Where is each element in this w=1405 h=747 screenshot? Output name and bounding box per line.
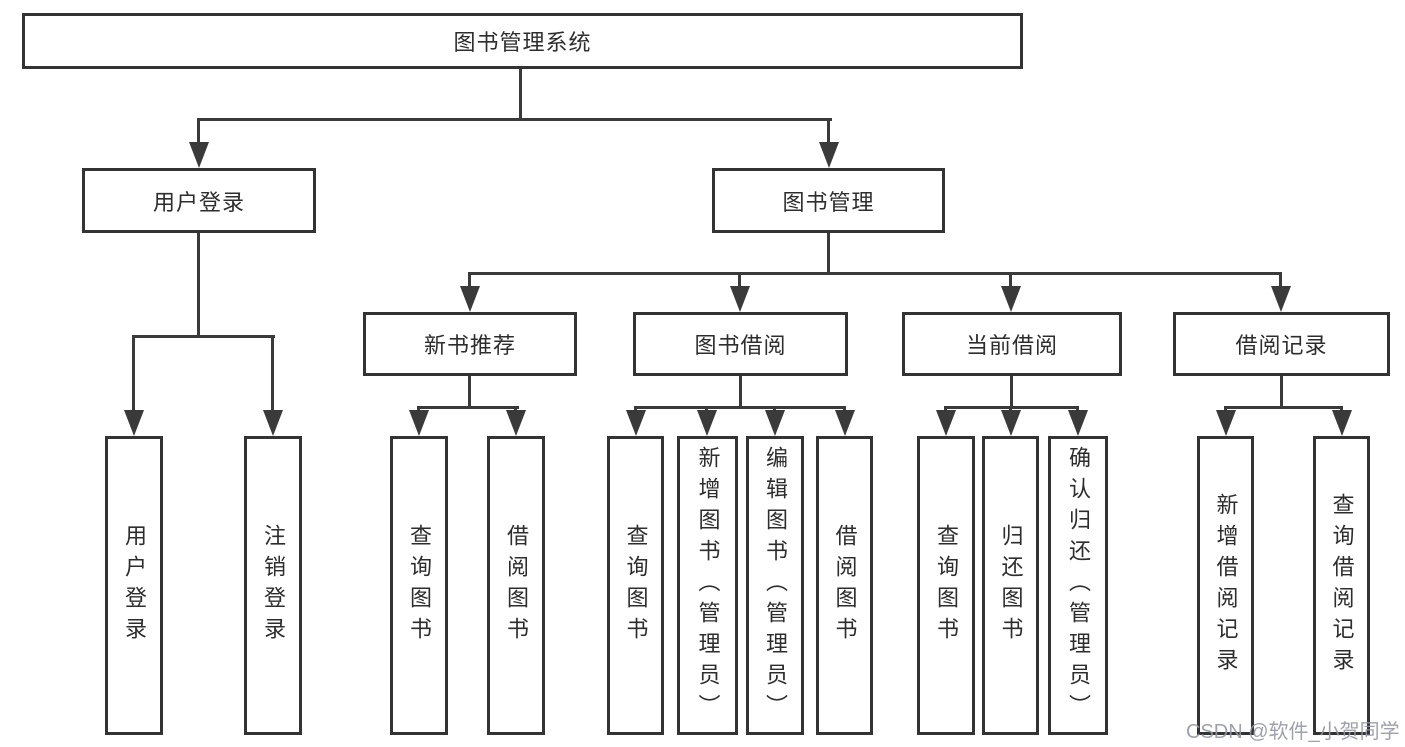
connector-newbook-trunk [468, 376, 471, 406]
connector-drop [738, 272, 741, 288]
leaf-confirm-return-admin: 确认归还（管理员） [1048, 436, 1108, 735]
node-new-book-recommend: 新书推荐 [363, 312, 577, 376]
leaf-label: 借阅图书 [832, 523, 858, 648]
arrowhead [1001, 286, 1021, 312]
connector-drop [827, 118, 830, 144]
node-user-login: 用户登录 [82, 168, 316, 233]
leaf-query-borrow-record: 查询借阅记录 [1313, 436, 1370, 735]
arrowhead [1332, 410, 1352, 436]
arrowhead [1216, 410, 1236, 436]
leaf-label: 查询图书 [623, 523, 649, 648]
connector-drop [1279, 272, 1282, 288]
connector-bookmgmt-rail [468, 272, 1282, 275]
connector-drop [1009, 272, 1012, 288]
node-label: 图书管理系统 [453, 30, 592, 55]
leaf-query-books-borrowing: 查询图书 [607, 436, 664, 735]
leaf-label: 借阅图书 [504, 523, 529, 648]
arrowhead [626, 410, 646, 436]
leaf-label: 编辑图书（管理员） [763, 446, 788, 725]
arrowhead [1068, 410, 1088, 436]
leaf-user-login: 用户登录 [105, 436, 163, 735]
arrowhead [730, 286, 750, 312]
arrowhead [936, 410, 956, 436]
leaf-borrow-books-recommend: 借阅图书 [487, 436, 545, 735]
connector-borrowing-rail [634, 406, 846, 409]
connector-borrowing-trunk [739, 376, 742, 406]
node-book-management: 图书管理 [712, 168, 945, 233]
node-label: 新书推荐 [423, 333, 516, 358]
connector-records-rail [1224, 406, 1343, 409]
leaf-return-books: 归还图书 [982, 436, 1039, 735]
csdn-watermark: CSDN @软件_小贺同学 [1186, 721, 1400, 743]
arrowhead [1001, 410, 1021, 436]
leaf-add-borrow-record: 新增借阅记录 [1197, 436, 1254, 735]
node-label: 借阅记录 [1235, 333, 1328, 358]
leaf-label: 用户登录 [122, 523, 147, 648]
arrowhead [506, 410, 526, 436]
arrowhead [765, 410, 785, 436]
connector-drop [468, 272, 471, 288]
node-current-borrowing: 当前借阅 [902, 312, 1122, 376]
arrowhead [697, 410, 717, 436]
leaf-label: 查询图书 [407, 523, 432, 648]
leaf-label: 新增借阅记录 [1213, 492, 1239, 679]
leaf-label: 查询借阅记录 [1329, 492, 1355, 679]
node-label: 图书管理 [782, 189, 875, 215]
node-label: 用户登录 [152, 189, 245, 215]
connector-drop [197, 118, 200, 144]
leaf-query-books-recommend: 查询图书 [390, 436, 448, 735]
connector-root-trunk [519, 69, 522, 118]
arrowhead [1271, 286, 1291, 312]
node-book-borrowing: 图书借阅 [633, 312, 848, 376]
node-label: 当前借阅 [965, 333, 1058, 358]
arrowhead [263, 410, 283, 436]
node-borrow-records: 借阅记录 [1173, 312, 1390, 376]
connector-current-trunk [1010, 376, 1013, 406]
leaf-label: 新增图书（管理员） [695, 446, 721, 725]
arrowhead [460, 286, 480, 312]
leaf-edit-books-admin: 编辑图书（管理员） [746, 436, 804, 735]
leaf-query-books-current: 查询图书 [917, 436, 975, 735]
connector-records-trunk [1280, 376, 1283, 406]
arrowhead [189, 142, 209, 168]
arrowhead [124, 410, 144, 436]
arrowhead [835, 410, 855, 436]
leaf-borrow-books: 借阅图书 [816, 436, 873, 735]
node-label: 图书借阅 [694, 333, 787, 358]
arrowhead [819, 142, 839, 168]
leaf-logout: 注销登录 [244, 436, 302, 735]
connector-drop [271, 335, 274, 412]
leaf-label: 注销登录 [261, 523, 286, 648]
leaf-label: 归还图书 [998, 523, 1024, 648]
connector-newbook-rail [417, 406, 519, 409]
connector-drop [132, 335, 135, 412]
arrowhead [409, 410, 429, 436]
leaf-label: 查询图书 [934, 523, 959, 648]
leaf-add-books-admin: 新增图书（管理员） [677, 436, 738, 735]
connector-userlogin-trunk [197, 233, 200, 335]
node-root-library-system: 图书管理系统 [22, 13, 1023, 69]
connector-bookmgmt-trunk [827, 233, 830, 272]
leaf-label: 确认归还（管理员） [1066, 446, 1091, 725]
connector-userlogin-rail [132, 335, 275, 338]
connector-root-rail [197, 118, 832, 121]
